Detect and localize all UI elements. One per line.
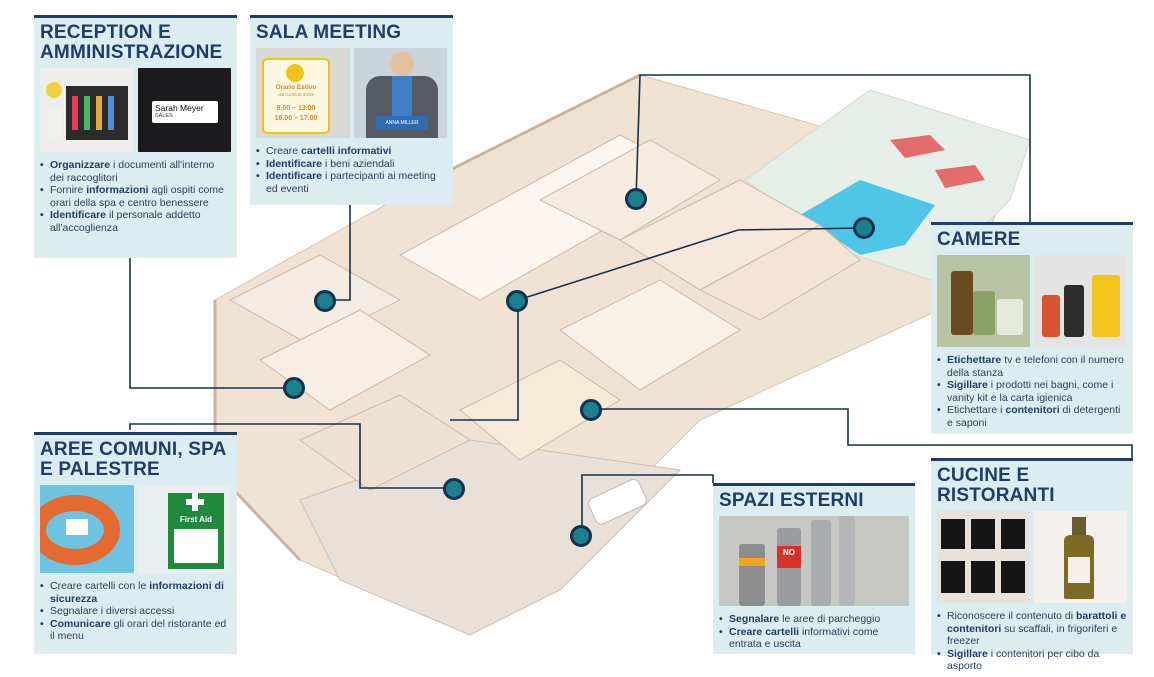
- bollard-icon: NO: [777, 528, 801, 606]
- panel-meeting: SALA MEETING Orario Estivo dal 01/06 al …: [250, 15, 453, 205]
- bottle-neck-icon: [1072, 517, 1087, 537]
- panel-item: Etichettare i contenitori di detergenti …: [937, 404, 1127, 429]
- name-badge-photo: Sarah Meyer SALES: [137, 68, 231, 152]
- hotspot-meeting[interactable]: [314, 290, 336, 312]
- panel-item: Segnalare i diversi accessi: [40, 605, 231, 618]
- sun-icon: [286, 64, 304, 82]
- panel-item: Sigillare i contenitori per cibo da aspo…: [937, 648, 1127, 673]
- panel-title: AREE COMUNI, SPA E PALESTRE: [40, 439, 226, 480]
- first-aid-sign: First Aid: [167, 493, 224, 569]
- flower-icon: [46, 82, 62, 98]
- panel-aree: AREE COMUNI, SPA E PALESTRE First Aid Cr…: [34, 432, 237, 654]
- outer-wall-top: [429, 73, 641, 182]
- hotspot-camere[interactable]: [625, 188, 647, 210]
- jar-icon: [1001, 561, 1025, 593]
- connector-camere-top: [635, 74, 1031, 225]
- hotspot-aree[interactable]: [443, 478, 465, 500]
- binders-photo: [40, 68, 134, 152]
- plant-pot-icon: [48, 108, 62, 138]
- name-tag-photo: ANNA MILLER: [353, 48, 447, 138]
- panel-item: Organizzare i documenti all'interno dei …: [40, 159, 231, 184]
- bollard-icon: [811, 520, 831, 606]
- connector-cucine: [592, 408, 1133, 458]
- hotspot-cucine[interactable]: [580, 399, 602, 421]
- panel-title: CUCINE E RISTORANTI: [937, 465, 1055, 506]
- panel-item: Segnalare le aree di parcheggio: [719, 613, 909, 626]
- panel-camere: CAMERE Etichettare tv e telefoni con il …: [931, 222, 1133, 434]
- name-badge: Sarah Meyer SALES: [151, 101, 218, 123]
- car-icon: [588, 478, 647, 525]
- bollards-photo: NO: [719, 516, 909, 606]
- hotspot-pool[interactable]: [853, 217, 875, 239]
- connector-spazi: [581, 474, 714, 537]
- panel-title: SALA MEETING: [256, 22, 402, 43]
- summer-sign-photo: Orario Estivo dal 01/06 al 30/09 9.00 – …: [256, 48, 350, 138]
- jar-icon: [971, 519, 995, 549]
- jar-icon: [997, 299, 1023, 335]
- panel-item: Sigillare i prodotti nei bagni, come i v…: [937, 379, 1127, 404]
- panel-spazi: SPAZI ESTERNI NO Segnalare le aree di pa…: [713, 483, 915, 654]
- jar-icon: [971, 561, 995, 593]
- jar-icon: [1001, 519, 1025, 549]
- panel-title: RECEPTION E AMMINISTRAZIONE: [40, 22, 223, 63]
- lifebuoy-photo: [40, 485, 134, 573]
- panel-title: CAMERE: [937, 229, 1021, 250]
- umbrella-icon: [890, 135, 945, 158]
- person-head-icon: [389, 52, 414, 76]
- panel-item: Comunicare gli orari del ristorante ed i…: [40, 618, 231, 643]
- panel-item: Creare cartelli informativi: [256, 145, 447, 158]
- panel-item: Identificare i beni aziendali: [256, 158, 447, 171]
- hours-sign: Orario Estivo dal 01/06 al 30/09 9.00 – …: [262, 58, 330, 134]
- bucket-icon: [1092, 275, 1121, 337]
- connector-gym: [450, 300, 519, 421]
- lobby-room: [299, 394, 472, 491]
- binders-icon: [66, 86, 128, 140]
- spray-bottle-icon: [1042, 295, 1061, 337]
- panel-item: Creare cartelli informativi come entrata…: [719, 626, 909, 651]
- panel-item: Identificare il personale addetto all'ac…: [40, 209, 231, 234]
- panel-item: Creare cartelli con le informazioni di s…: [40, 580, 231, 605]
- bedroom-3: [698, 224, 861, 321]
- bollard-icon: [739, 544, 765, 606]
- hotspot-spazi[interactable]: [570, 525, 592, 547]
- spray-bottle-icon: [1064, 285, 1085, 337]
- connector-camere: [517, 227, 866, 301]
- oil-bottle-photo: [1034, 511, 1127, 603]
- panel-item: Etichettare tv e telefoni con il numero …: [937, 354, 1127, 379]
- panel-reception: RECEPTION E AMMINISTRAZIONE Sarah Meyer …: [34, 15, 237, 258]
- desk-name-tag: ANNA MILLER: [375, 116, 428, 130]
- bottle-icon: [973, 291, 995, 335]
- connector-reception: [129, 258, 294, 389]
- kitchen-room: [559, 279, 741, 391]
- connector-aree: [129, 423, 455, 489]
- bottles-photo: [937, 255, 1031, 347]
- umbrella-icon: [935, 165, 985, 188]
- connector-lines: [129, 74, 1133, 537]
- first-aid-photo: First Aid: [137, 485, 231, 573]
- panel-item: Identificare i partecipanti ai meeting e…: [256, 170, 447, 195]
- jars-photo: [937, 511, 1031, 603]
- cleaning-products-photo: [1034, 255, 1127, 347]
- panel-item: Fornire informazioni agli ospiti come or…: [40, 184, 231, 209]
- panel-title: SPAZI ESTERNI: [719, 490, 864, 511]
- panel-item: Riconoscere il contenuto di barattoli e …: [937, 610, 1127, 648]
- restaurant-room: [459, 359, 621, 461]
- bottle-icon: [951, 271, 973, 335]
- jar-icon: [941, 561, 965, 593]
- panel-cucine: CUCINE E RISTORANTI Riconoscere il conte…: [931, 458, 1133, 672]
- safety-label: [66, 519, 88, 535]
- hotspot-gym[interactable]: [506, 290, 528, 312]
- hotspot-reception[interactable]: [283, 377, 305, 399]
- oil-bottle-icon: [1064, 535, 1095, 599]
- jar-icon: [941, 519, 965, 549]
- badge-sub: SALES: [154, 113, 173, 119]
- badge-name: Sarah Meyer: [154, 103, 204, 113]
- bollard-icon: [839, 516, 855, 606]
